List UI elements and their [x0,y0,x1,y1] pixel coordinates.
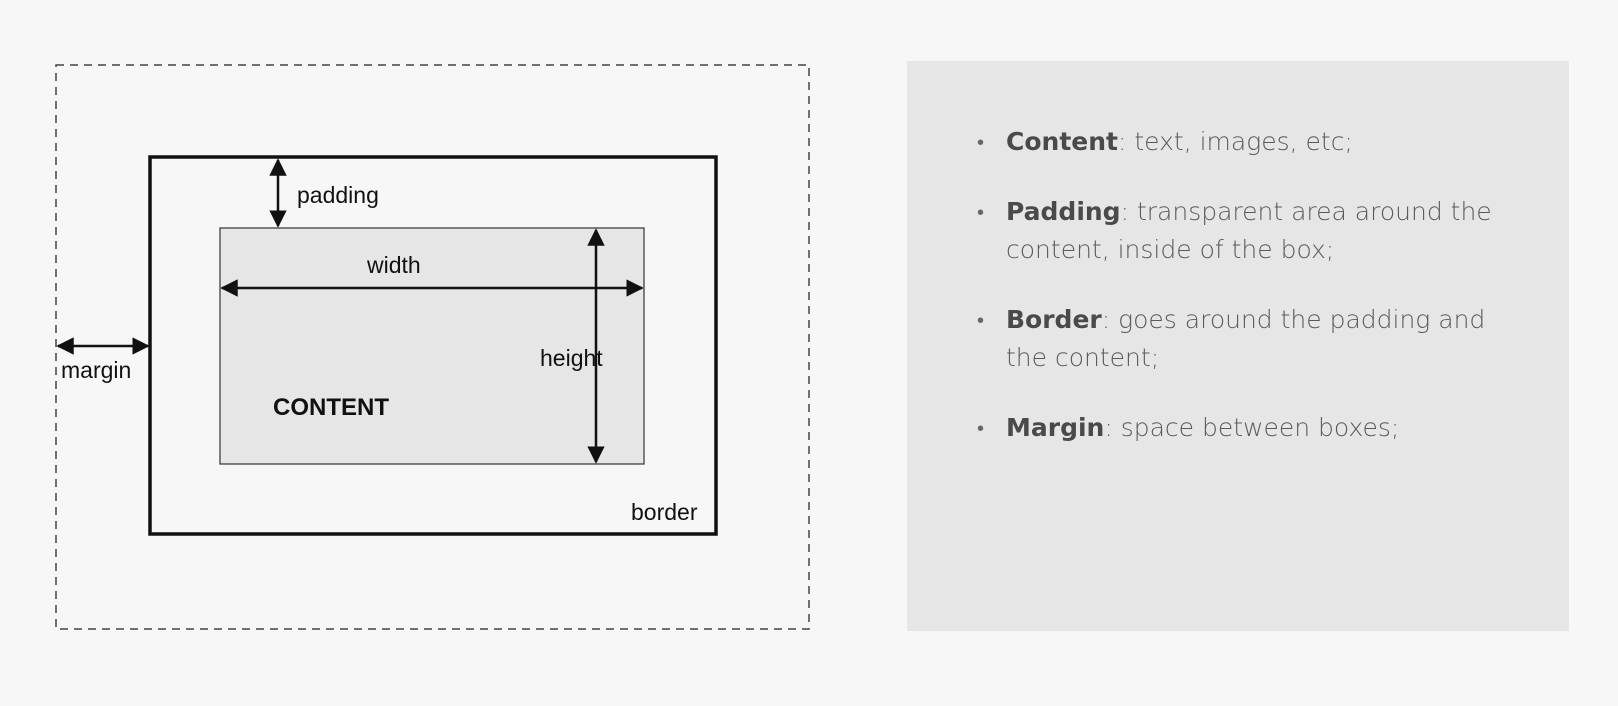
legend-description: : transparent area around the content, i… [1006,197,1492,264]
padding-label: padding [297,182,379,208]
height-label: height [540,345,603,371]
legend-description: : space between boxes; [1104,413,1400,442]
content-label: CONTENT [273,394,389,421]
bullet-icon: • [977,416,985,440]
content-box [219,227,645,465]
legend-item-border: • Border: goes around the padding and th… [907,301,1569,377]
legend-list: • Content: text, images, etc; • Padding:… [907,123,1569,479]
legend-description: : goes around the padding and the conten… [1006,305,1486,372]
bullet-icon: • [977,200,985,224]
legend-term: Padding [1006,197,1121,226]
border-box [148,155,718,536]
legend-item-padding: • Padding: transparent area around the c… [907,193,1569,269]
width-label: width [366,252,421,278]
legend-item-margin: • Margin: space between boxes; [907,409,1569,447]
legend-term: Margin [1006,413,1105,442]
legend-term: Border [1006,305,1102,334]
legend-panel: • Content: text, images, etc; • Padding:… [907,61,1569,631]
bullet-icon: • [977,308,985,332]
margin-area [55,64,810,630]
border-label: border [631,499,698,525]
legend-item-content: • Content: text, images, etc; [907,123,1569,161]
legend-description: : text, images, etc; [1117,127,1353,156]
legend-term: Content [1006,127,1118,156]
margin-label: margin [61,357,131,383]
bullet-icon: • [977,130,985,154]
box-model-diagram: padding width height margin CONTENT bord… [55,64,810,630]
